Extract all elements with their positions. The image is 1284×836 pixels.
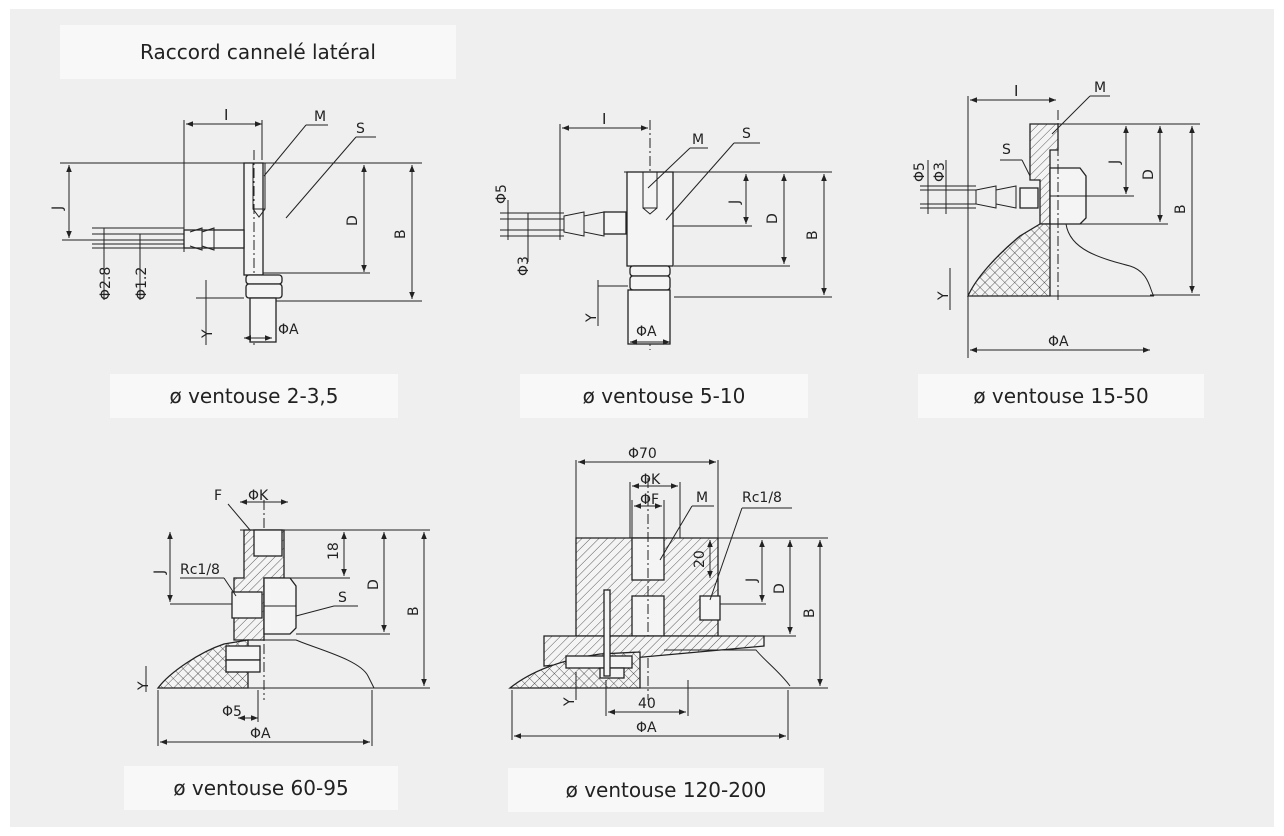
dim-phi-5: Φ5: [912, 162, 928, 182]
dim-B: B: [802, 608, 818, 618]
dim-20: 20: [692, 550, 708, 568]
caption-60-95: ø ventouse 60-95: [124, 766, 398, 810]
diagram-panel: [10, 9, 1274, 827]
dim-phi-70: Φ70: [628, 446, 657, 462]
dim-I: I: [224, 106, 228, 124]
diagram-title: Raccord cannelé latéral: [60, 25, 456, 79]
label-rc: Rc1/8: [742, 490, 782, 506]
dim-B: B: [393, 229, 409, 239]
dim-18: 18: [326, 542, 342, 560]
dim-A: ΦA: [636, 720, 657, 736]
label-M: M: [696, 490, 708, 506]
dim-J: J: [727, 200, 743, 205]
dim-A: ΦA: [278, 322, 299, 338]
label-M: M: [1094, 80, 1106, 96]
label-F: F: [214, 488, 222, 504]
dim-D: D: [345, 215, 361, 226]
caption-2-3-5: ø ventouse 2-3,5: [110, 374, 398, 418]
caption-120-200: ø ventouse 120-200: [508, 768, 824, 812]
drawing-60-95: ΦK F 18 J D B Rc1/8 S Y Φ5 ΦA: [136, 488, 430, 746]
drawing-5-10: I J D B Φ5 Φ3 Y ΦA M S: [494, 110, 832, 350]
label-S: S: [338, 590, 347, 606]
dim-A: ΦA: [1048, 334, 1069, 350]
dim-B: B: [406, 606, 422, 616]
dim-phi-F: ΦF: [640, 492, 659, 508]
drawing-120-200: Φ70 ΦK ΦF M 20 Rc1/8 J D B Y 40 ΦA: [508, 446, 828, 740]
dim-I: I: [1014, 82, 1018, 100]
dim-Y: Y: [936, 291, 952, 301]
dim-J: J: [744, 578, 760, 583]
dim-D: D: [765, 213, 781, 224]
drawing-15-50: I J D B Φ5 Φ3 Y ΦA M S: [912, 80, 1200, 358]
dim-D: D: [366, 579, 382, 590]
dim-phi-5: Φ5: [222, 704, 242, 720]
dim-40: 40: [638, 696, 656, 712]
dim-B: B: [805, 230, 821, 240]
label-rc: Rc1/8: [180, 562, 220, 578]
label-S: S: [742, 126, 751, 142]
dim-B: B: [1173, 204, 1189, 214]
dim-D: D: [1141, 169, 1157, 180]
dim-D: D: [772, 583, 788, 594]
dim-Y: Y: [200, 329, 216, 339]
dim-Y: Y: [136, 681, 152, 691]
dim-J: J: [152, 570, 168, 575]
dim-Y: Y: [562, 697, 578, 707]
dim-K: ΦK: [248, 488, 269, 504]
dim-I: I: [602, 110, 606, 128]
dim-A: ΦA: [250, 726, 271, 742]
dim-J: J: [1107, 160, 1123, 165]
dim-J: J: [50, 206, 66, 211]
label-S: S: [356, 121, 365, 137]
dim-K: ΦK: [640, 472, 661, 488]
dim-phi-3: Φ3: [516, 256, 532, 276]
dim-phi-5: Φ5: [494, 184, 510, 204]
label-S: S: [1002, 142, 1011, 158]
dim-Y: Y: [584, 313, 600, 323]
caption-15-50: ø ventouse 15-50: [918, 374, 1204, 418]
caption-5-10: ø ventouse 5-10: [520, 374, 808, 418]
dim-A: ΦA: [636, 324, 657, 340]
label-M: M: [692, 132, 704, 148]
drawing-2-3-5: I J D B Φ2.8 Φ1.2 Y ΦA M S: [50, 106, 422, 345]
dim-phi-3: Φ3: [932, 162, 948, 182]
dim-phi-1-2: Φ1.2: [134, 267, 150, 300]
label-M: M: [314, 109, 326, 125]
dim-phi-2-8: Φ2.8: [98, 267, 114, 300]
